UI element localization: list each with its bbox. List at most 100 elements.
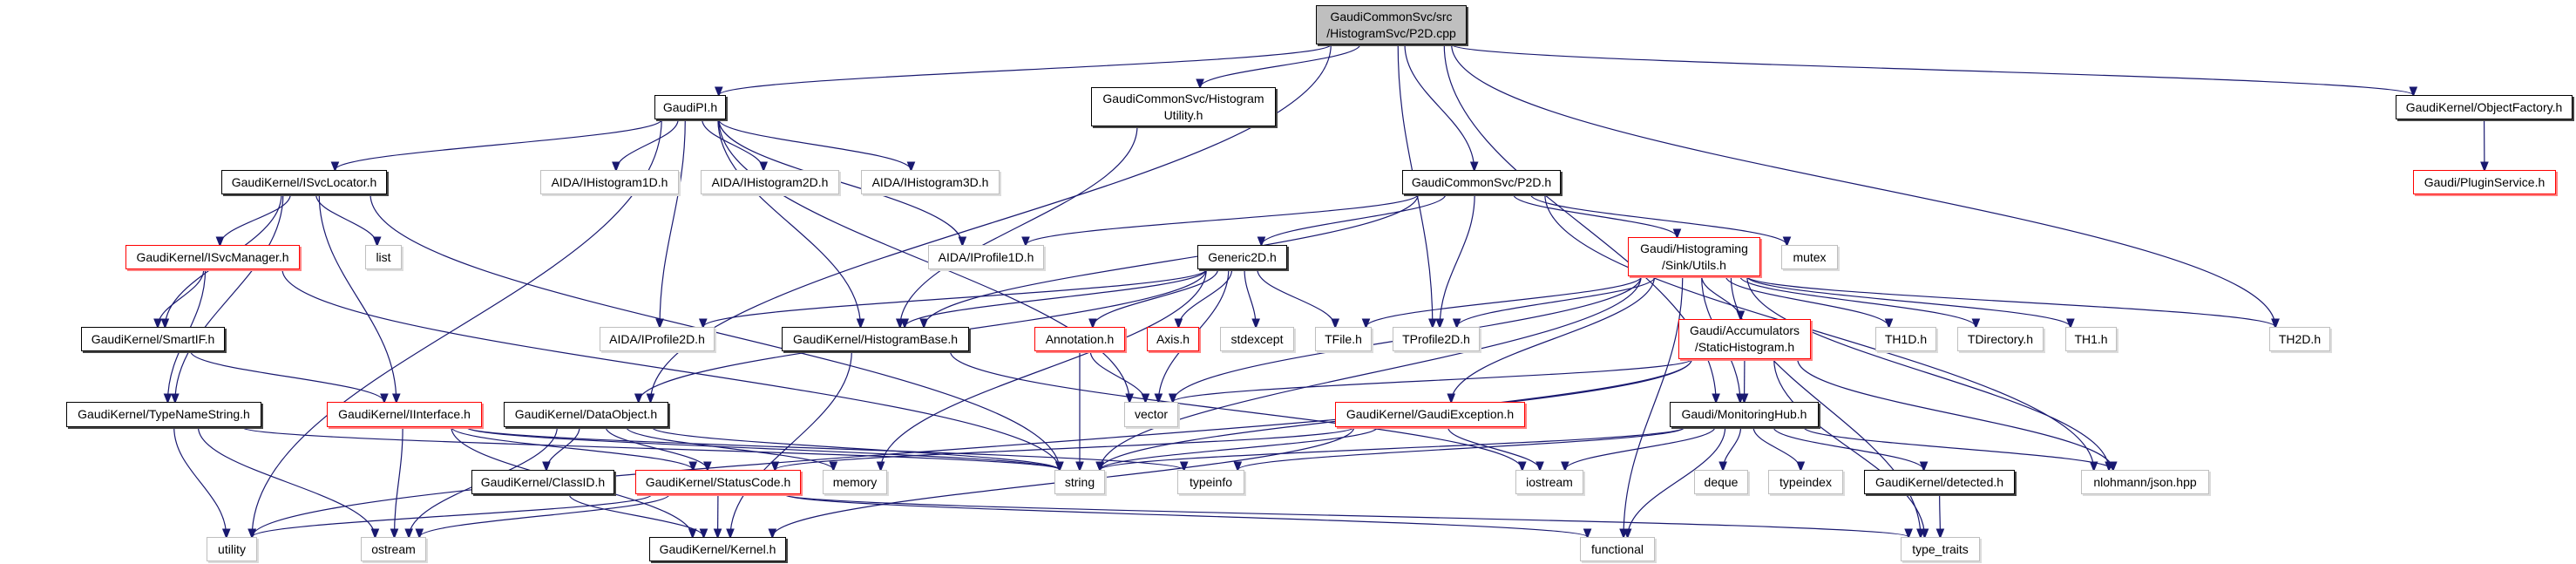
edge-typenamestring-to-ostream: [197, 426, 376, 537]
node-label: GaudiKernel/detected.h: [1874, 474, 2004, 489]
node-label: Gaudi/Histograming: [1640, 241, 1748, 255]
edge-generic2d-to-memory: [881, 268, 1207, 470]
node-functional: functional: [1580, 537, 1655, 561]
edge-isvcmanager-to-smartif: [158, 268, 205, 327]
node-p2dcpp[interactable]: GaudiCommonSvc/src/HistogramSvc/P2D.cpp: [1316, 5, 1467, 44]
node-classid[interactable]: GaudiKernel/ClassID.h: [471, 470, 614, 494]
edge-statuscode-to-typetraits: [783, 493, 1908, 537]
node-typeinfo: typeinfo: [1177, 470, 1244, 494]
node-kernel[interactable]: GaudiKernel/Kernel.h: [649, 537, 786, 561]
edge-gaudipi-to-vector: [718, 119, 1129, 402]
node-monitoringhub[interactable]: Gaudi/MonitoringHub.h: [1670, 402, 1819, 427]
node-axis[interactable]: Axis.h: [1147, 327, 1199, 351]
node-label: TProfile2D.h: [1402, 331, 1470, 346]
node-label: iostream: [1526, 474, 1573, 489]
edge-sinkutils-to-gaudiexception: [1451, 275, 1656, 402]
edge-statichist-to-typetraits: [1773, 358, 1925, 537]
node-smartif[interactable]: GaudiKernel/SmartIF.h: [81, 327, 225, 351]
node-isvclocator[interactable]: GaudiKernel/ISvcLocator.h: [221, 170, 387, 194]
edge-sinkutils-to-th2d: [1746, 275, 2275, 327]
node-label: mutex: [1793, 249, 1827, 264]
edge-histbase-to-iostream: [949, 350, 1522, 470]
node-iostream: iostream: [1515, 470, 1583, 494]
node-p2dh[interactable]: GaudiCommonSvc/P2D.h: [1402, 170, 1561, 194]
node-typenamestring[interactable]: GaudiKernel/TypeNameString.h: [66, 402, 261, 427]
edge-p2dcpp-to-monitoringhub: [1443, 44, 1716, 402]
node-label: utility: [218, 541, 246, 556]
edge-isvclocator-to-isvcmanager: [220, 194, 291, 245]
edge-sinkutils-to-typetraits: [1730, 275, 1921, 537]
edge-sinkutils-to-tprofile2d: [1457, 275, 1657, 327]
node-ihist1d: AIDA/IHistogram1D.h: [540, 170, 679, 194]
node-generic2d[interactable]: Generic2D.h: [1197, 245, 1287, 269]
edge-generic2d-to-iprofile2d: [703, 268, 1207, 327]
node-label: AIDA/IHistogram1D.h: [551, 174, 668, 189]
node-tdirectory: TDirectory.h: [1957, 327, 2044, 351]
node-memory: memory: [823, 470, 887, 494]
node-gaudiexception[interactable]: GaudiKernel/GaudiException.h: [1335, 402, 1525, 427]
node-tfile: TFile.h: [1315, 327, 1372, 351]
edge-gaudiexception-to-iostream: [1447, 426, 1540, 470]
edge-gaudipi-to-histbase: [717, 119, 861, 327]
node-label: typeindex: [1779, 474, 1832, 489]
node-label: TH2D.h: [2278, 331, 2322, 346]
node-annotation[interactable]: Annotation.h: [1034, 327, 1125, 351]
node-label: stdexcept: [1230, 331, 1284, 346]
node-nlohmann: nlohmann/json.hpp: [2081, 470, 2209, 494]
node-statuscode[interactable]: GaudiKernel/StatusCode.h: [635, 470, 801, 494]
edge-statuscode-to-functional: [783, 493, 1588, 537]
node-label: string: [1064, 474, 1095, 489]
node-iprofile1d: AIDA/IProfile1D.h: [928, 245, 1044, 269]
node-label: /StaticHistogram.h: [1694, 340, 1795, 354]
edge-typenamestring-to-string: [241, 426, 1060, 470]
node-detected[interactable]: GaudiKernel/detected.h: [1864, 470, 2015, 494]
edge-sinkutils-to-tdirectory: [1739, 275, 1976, 327]
node-deque: deque: [1694, 470, 1748, 494]
node-stdexcept: stdexcept: [1220, 327, 1294, 351]
edge-classid-to-kernel: [568, 493, 703, 537]
edge-p2dh-to-mutex: [1529, 194, 1786, 245]
edge-monitoringhub-to-deque: [1723, 426, 1742, 470]
node-dataobject[interactable]: GaudiKernel/DataObject.h: [504, 402, 668, 427]
node-th2d: TH2D.h: [2269, 327, 2330, 351]
edge-histutil-to-histbase: [900, 126, 1138, 327]
edge-annotation-to-vector: [1089, 350, 1145, 402]
node-iinterface[interactable]: GaudiKernel/IInterface.h: [327, 402, 482, 427]
node-label: GaudiKernel/ISvcManager.h: [136, 249, 289, 264]
edge-p2dcpp-to-p2dh: [1404, 44, 1474, 170]
edge-gaudipi-to-iprofile1d: [718, 119, 963, 245]
node-mutex: mutex: [1781, 245, 1838, 269]
node-isvcmanager[interactable]: GaudiKernel/ISvcManager.h: [125, 245, 300, 269]
edge-dataobject-to-statuscode: [605, 426, 708, 470]
node-typeindex: typeindex: [1768, 470, 1843, 494]
node-label: Gaudi/MonitoringHub.h: [1681, 407, 1807, 421]
node-vector: vector: [1124, 402, 1178, 427]
node-ihist3d: AIDA/IHistogram3D.h: [861, 170, 1000, 194]
node-label: Gaudi/Accumulators: [1689, 323, 1800, 337]
node-label: list: [376, 249, 391, 264]
node-label: nlohmann/json.hpp: [2093, 474, 2197, 489]
edge-sinkutils-to-string: [1100, 275, 1642, 470]
node-pluginservice[interactable]: Gaudi/PluginService.h: [2413, 170, 2556, 194]
edge-gaudiexception-to-string: [1100, 426, 1379, 470]
edge-sinkutils-to-th1d: [1725, 275, 1888, 327]
node-statichist[interactable]: Gaudi/Accumulators/StaticHistogram.h: [1678, 319, 1811, 359]
node-label: GaudiKernel/ClassID.h: [480, 474, 606, 489]
node-label: GaudiKernel/GaudiException.h: [1346, 407, 1515, 421]
node-label: GaudiPI.h: [662, 99, 718, 114]
edge-p2dh-to-iprofile1d: [1026, 194, 1419, 245]
node-label: Annotation.h: [1045, 331, 1115, 346]
node-sinkutils[interactable]: Gaudi/Histograming/Sink/Utils.h: [1628, 237, 1760, 276]
edge-sinkutils-to-nlohmann: [1746, 275, 2109, 470]
node-histbase[interactable]: GaudiKernel/HistogramBase.h: [782, 327, 969, 351]
edge-isvclocator-to-typenamestring: [175, 194, 284, 402]
edge-isvclocator-to-list: [315, 194, 377, 245]
node-label: Axis.h: [1156, 331, 1190, 346]
edge-sinkutils-to-th1: [1746, 275, 2071, 327]
node-gaudipi[interactable]: GaudiPI.h: [654, 95, 726, 119]
node-string: string: [1054, 470, 1105, 494]
edge-p2dcpp-to-histutil: [1200, 44, 1361, 87]
node-objfactory[interactable]: GaudiKernel/ObjectFactory.h: [2396, 95, 2573, 119]
